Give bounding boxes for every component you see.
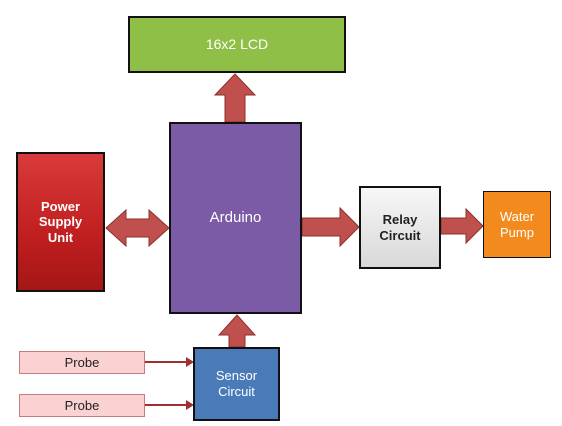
lcd-block: 16x2 LCD [128, 16, 346, 73]
arrow-relay-to-pump [440, 207, 484, 245]
water-pump-label: Water Pump [499, 208, 535, 240]
arduino-block: Arduino [169, 122, 302, 314]
power-supply-label: Power Supply Unit [38, 198, 83, 245]
relay-label: Relay Circuit [379, 211, 421, 243]
probe-2-block: Probe [19, 394, 145, 417]
arrow-arduino-to-lcd [213, 73, 257, 123]
arrow-probe2-head [186, 400, 194, 410]
power-supply-block: Power Supply Unit [16, 152, 105, 292]
probe-2-label: Probe [64, 398, 100, 413]
arrow-power-arduino [105, 208, 170, 248]
water-pump-block: Water Pump [483, 191, 551, 258]
relay-block: Relay Circuit [359, 186, 441, 269]
sensor-block: Sensor Circuit [193, 347, 280, 421]
sensor-label: Sensor Circuit [215, 368, 258, 399]
arrow-sensor-to-arduino [217, 314, 257, 348]
arrow-probe1-head [186, 357, 194, 367]
arduino-label: Arduino [209, 209, 262, 226]
lcd-label: 16x2 LCD [205, 36, 269, 53]
arrow-arduino-to-relay [301, 206, 360, 248]
probe-1-block: Probe [19, 351, 145, 374]
probe-1-label: Probe [64, 355, 100, 370]
